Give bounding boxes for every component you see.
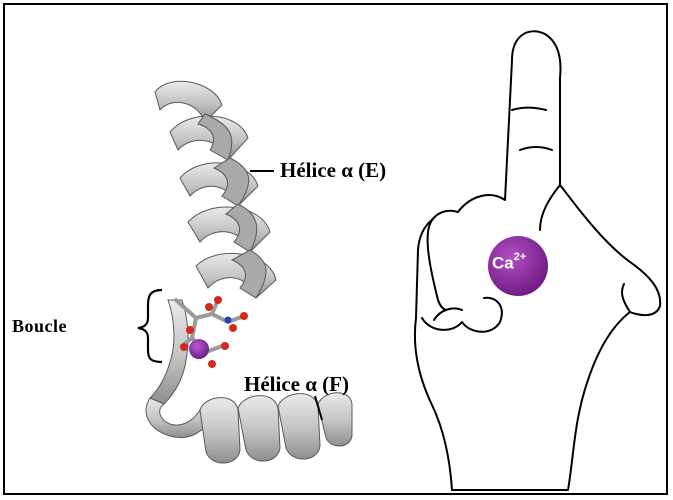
- ion-symbol: Ca: [492, 254, 514, 273]
- calcium-ion-label: Ca2+: [492, 253, 526, 274]
- helix-f-label: Hélice α (F): [244, 372, 349, 397]
- helix-e-ribbon: [155, 81, 276, 298]
- nitrogen-atom: [225, 317, 232, 324]
- ion-charge: 2+: [514, 251, 527, 263]
- loop-brace: [138, 290, 162, 362]
- loop-label: Boucle: [12, 316, 67, 337]
- helix-e-label: Hélice α (E): [280, 158, 386, 183]
- helix-f-ribbon: [200, 393, 352, 463]
- calcium-ion-small: [189, 339, 209, 359]
